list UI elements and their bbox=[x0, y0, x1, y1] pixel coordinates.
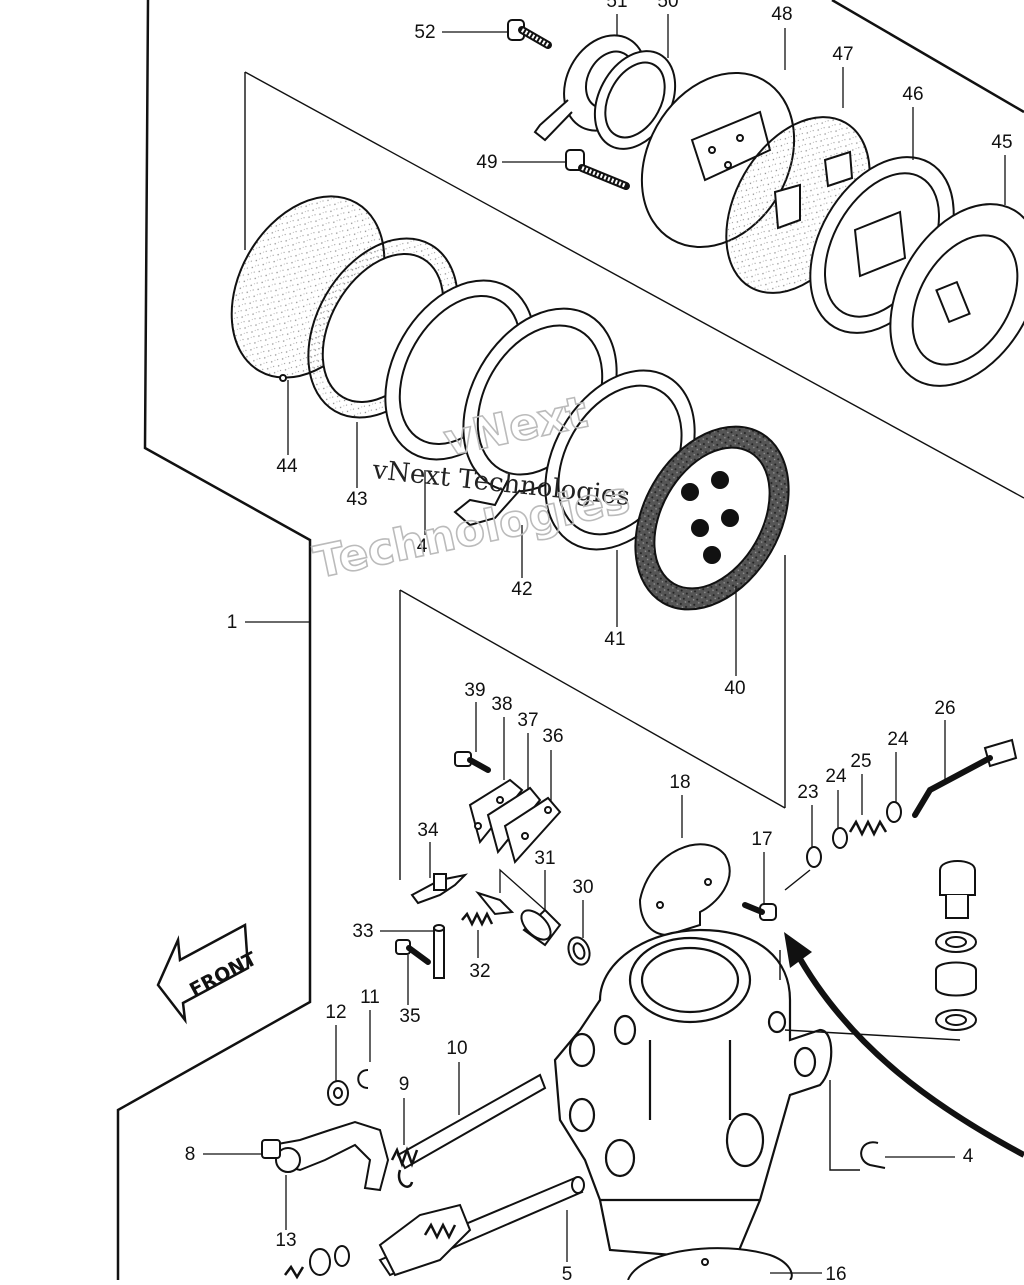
front-direction-marker: FRONT bbox=[156, 922, 260, 1025]
part-17-screw bbox=[742, 902, 777, 921]
callout-leader-lines bbox=[203, 14, 1006, 1274]
part-40-diaphragm bbox=[634, 425, 790, 611]
callout-34: 34 bbox=[417, 820, 439, 841]
leader-line-31 bbox=[499, 868, 546, 912]
part-4-clip bbox=[860, 1141, 886, 1169]
part-52-screw bbox=[507, 19, 552, 49]
part-31-needle-valve bbox=[475, 891, 562, 947]
part-5-spring-lever bbox=[284, 1203, 472, 1280]
callout-48: 48 bbox=[771, 4, 792, 25]
callout-39: 39 bbox=[464, 680, 485, 701]
callout-43: 43 bbox=[346, 489, 367, 510]
callout-31: 31 bbox=[534, 848, 555, 869]
callout-35: 35 bbox=[399, 1006, 420, 1027]
callout-42: 42 bbox=[511, 579, 532, 600]
part-24-washer-b bbox=[886, 801, 902, 823]
callout-24: 24 bbox=[887, 729, 909, 750]
callout-18: 18 bbox=[669, 772, 690, 793]
part-18-throttle-plate bbox=[638, 843, 731, 937]
valve-subassembly-box bbox=[399, 555, 786, 880]
part-45-plate bbox=[889, 203, 1024, 387]
callout-9: 9 bbox=[399, 1074, 410, 1095]
callout-23: 23 bbox=[797, 782, 818, 803]
callout-47: 47 bbox=[832, 44, 853, 65]
callout-49: 49 bbox=[476, 152, 497, 173]
part-33-pin bbox=[433, 924, 445, 979]
callout-24: 24 bbox=[825, 766, 847, 787]
callout-44: 44 bbox=[276, 456, 298, 477]
airflow-arrow bbox=[779, 869, 1024, 1171]
part-50-ring bbox=[593, 50, 677, 150]
part-12-washer bbox=[327, 1080, 349, 1106]
part-13-washers bbox=[309, 1245, 350, 1276]
part-9-spring bbox=[390, 1146, 419, 1188]
callout-46: 46 bbox=[902, 84, 923, 105]
callout-30: 30 bbox=[572, 877, 593, 898]
part-39-screw bbox=[454, 751, 491, 773]
callout-10: 10 bbox=[446, 1038, 467, 1059]
callout-25: 25 bbox=[850, 751, 871, 772]
part-25-spring bbox=[848, 819, 888, 837]
assembly-frame bbox=[116, 0, 1024, 1280]
part-30-o-ring bbox=[567, 936, 591, 966]
part-38-37-36-valve-plates bbox=[468, 778, 562, 865]
callout-45: 45 bbox=[991, 132, 1012, 153]
callout-33: 33 bbox=[352, 921, 373, 942]
callout-5: 5 bbox=[562, 1264, 573, 1280]
callout-26: 26 bbox=[934, 698, 955, 719]
callout-17: 17 bbox=[751, 829, 772, 850]
callout-50: 50 bbox=[657, 0, 678, 12]
callout-4: 4 bbox=[963, 1146, 974, 1167]
part-35-screw bbox=[395, 939, 431, 965]
callout-41: 41 bbox=[604, 629, 625, 650]
part-49-screw bbox=[565, 149, 630, 190]
carburetor-body bbox=[553, 928, 833, 1262]
callout-4: 4 bbox=[417, 536, 428, 557]
callout-16: 16 bbox=[825, 1264, 846, 1280]
part-11-clip bbox=[357, 1069, 369, 1089]
part-8-lever-arm bbox=[261, 1120, 390, 1192]
part-24-washer-a bbox=[832, 827, 848, 849]
callout-13: 13 bbox=[275, 1230, 296, 1251]
callout-40: 40 bbox=[724, 678, 745, 699]
part-32-spring bbox=[461, 911, 494, 927]
callout-12: 12 bbox=[325, 1002, 346, 1023]
part-26-pilot-screw bbox=[912, 738, 1018, 818]
callout-11: 11 bbox=[360, 987, 380, 1008]
upper-subassembly-box bbox=[244, 71, 1024, 499]
callout-36: 36 bbox=[542, 726, 563, 747]
callout-37: 37 bbox=[517, 710, 538, 731]
right-jet-parts bbox=[935, 860, 977, 1031]
callout-38: 38 bbox=[491, 694, 512, 715]
callout-52: 52 bbox=[414, 22, 435, 43]
callout-8: 8 bbox=[185, 1144, 196, 1165]
callout-1: 1 bbox=[227, 612, 238, 633]
part-23-o-ring bbox=[806, 846, 822, 868]
callout-32: 32 bbox=[469, 961, 490, 982]
part-34-lever bbox=[410, 873, 469, 905]
part-10-shaft bbox=[396, 1073, 547, 1170]
part-16-plate bbox=[627, 1247, 793, 1281]
callout-51: 51 bbox=[606, 0, 627, 12]
